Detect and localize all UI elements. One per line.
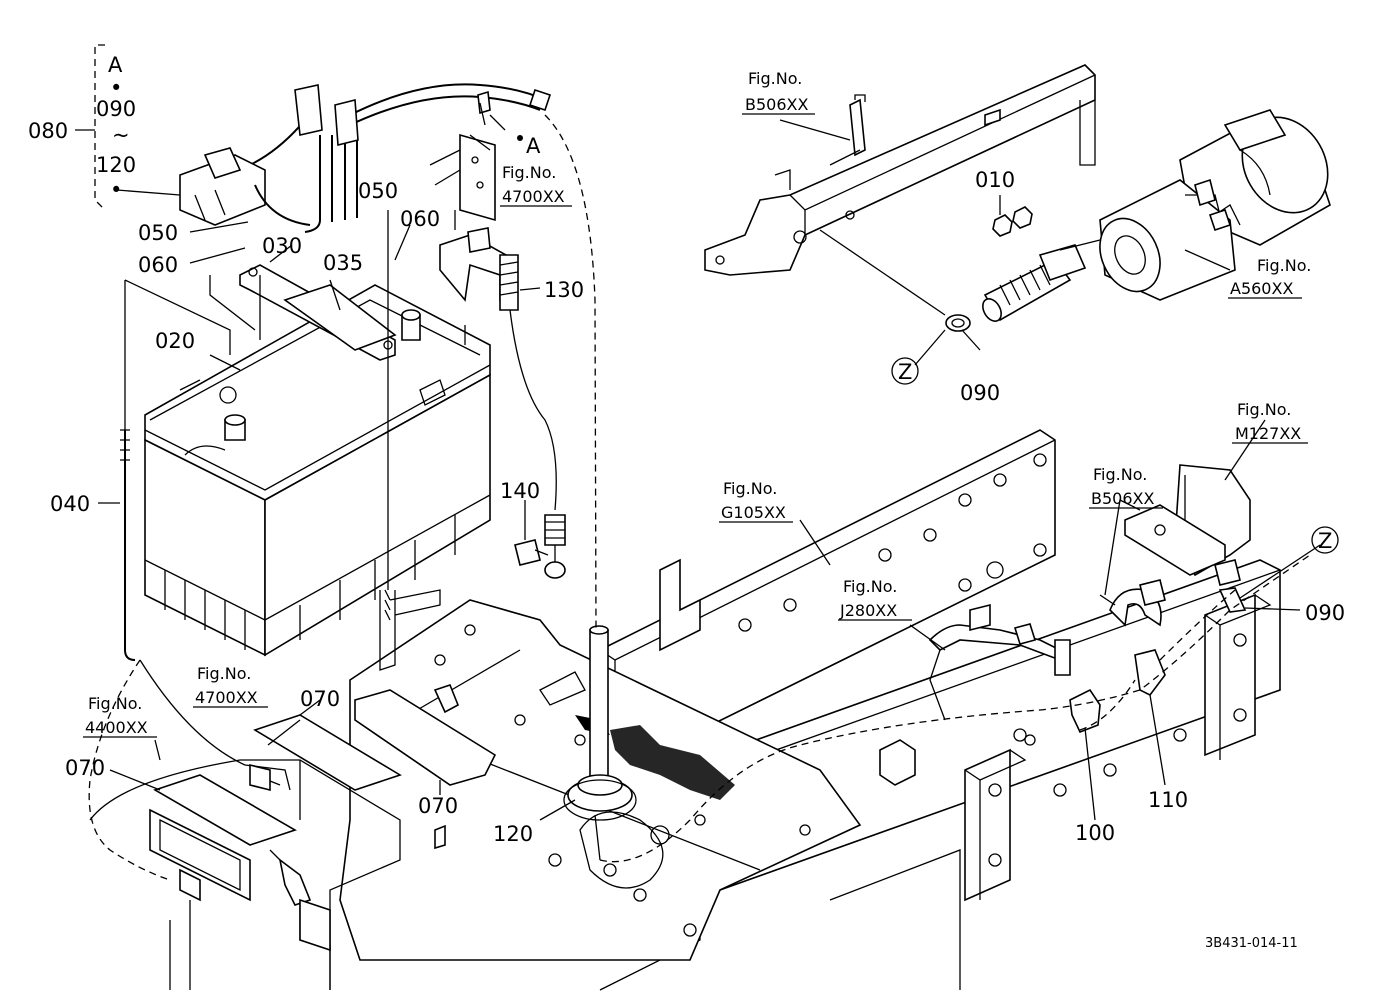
marker-z-2: Z bbox=[1318, 529, 1332, 553]
fig-label-m127: Fig.No. bbox=[1237, 400, 1291, 419]
wire-harness bbox=[179, 83, 552, 233]
label-140: 140 bbox=[500, 479, 540, 503]
label-020: 020 bbox=[155, 329, 195, 353]
fig-ref-4700-top: 4700XX bbox=[502, 187, 565, 206]
label-120: 120 bbox=[493, 822, 533, 846]
label-090-starter: 090 bbox=[960, 381, 1000, 405]
ground-cable bbox=[439, 227, 566, 579]
label-050-right: 050 bbox=[358, 179, 398, 203]
range-text: A • 090 ~ 120 • bbox=[96, 53, 136, 202]
label-110: 110 bbox=[1148, 788, 1188, 812]
battery-holder bbox=[239, 264, 397, 361]
label-060-right: 060 bbox=[400, 207, 440, 231]
fig-ref-j280: J280XX bbox=[839, 601, 897, 620]
label-010: 010 bbox=[975, 168, 1015, 192]
marker-a: A bbox=[526, 134, 541, 158]
fig-label-b506-top: Fig.No. bbox=[748, 69, 802, 88]
marker-z-circle-1 bbox=[891, 357, 919, 385]
fig-label-j280: Fig.No. bbox=[843, 577, 897, 596]
range-to: 120 bbox=[96, 153, 136, 177]
range-end-dot: • bbox=[110, 178, 122, 202]
right-bracket-assembly bbox=[928, 464, 1251, 746]
fig-ref-b506-top: B506XX bbox=[745, 95, 808, 114]
range-bracket bbox=[75, 44, 106, 211]
label-080: 080 bbox=[28, 119, 68, 143]
cable-grommet bbox=[563, 625, 637, 861]
label-035: 035 bbox=[323, 251, 363, 275]
marker-z-circle-2 bbox=[1311, 526, 1339, 554]
fig-label-4700-top: Fig.No. bbox=[502, 163, 556, 182]
marker-z-1: Z bbox=[898, 360, 912, 384]
part-labels: 010 020 030 035 040 050 050 060 060 070 … bbox=[28, 119, 1345, 846]
leader-lines bbox=[98, 102, 1321, 821]
label-030: 030 bbox=[262, 234, 302, 258]
range-from: 090 bbox=[96, 97, 136, 121]
range-a: A bbox=[108, 53, 123, 77]
fig-ref-a560: A560XX bbox=[1230, 279, 1293, 298]
label-060-left: 060 bbox=[138, 253, 178, 277]
label-050-left: 050 bbox=[138, 221, 178, 245]
label-100: 100 bbox=[1075, 821, 1115, 845]
fig-ref-g105: G105XX bbox=[721, 503, 786, 522]
fig-label-a560: Fig.No. bbox=[1257, 256, 1311, 275]
starter-motor bbox=[1099, 109, 1331, 301]
left-lower-assembly bbox=[89, 714, 446, 990]
label-090-right: 090 bbox=[1305, 601, 1345, 625]
label-070-bottom: 070 bbox=[418, 794, 458, 818]
drawing-code: 3B431-014-11 bbox=[1205, 936, 1298, 951]
figure-references: Fig.No. 4700XX Fig.No. B506XX Fig.No. A5… bbox=[83, 69, 1311, 738]
label-070-left: 070 bbox=[65, 756, 105, 780]
fig-label-b506-right: Fig.No. bbox=[1093, 465, 1147, 484]
fig-ref-4400: 4400XX bbox=[85, 718, 148, 737]
starter-frame bbox=[704, 64, 1101, 332]
fig-label-4400: Fig.No. bbox=[88, 694, 142, 713]
fig-ref-b506-right: B506XX bbox=[1091, 489, 1154, 508]
cable-routes bbox=[88, 114, 1311, 881]
fig-label-g105: Fig.No. bbox=[723, 479, 777, 498]
fig-ref-4700-bottom: 4700XX bbox=[195, 688, 258, 707]
battery bbox=[144, 284, 491, 657]
range-tilde: ~ bbox=[112, 123, 130, 147]
fig-ref-m127: M127XX bbox=[1235, 424, 1301, 443]
label-130: 130 bbox=[544, 278, 584, 302]
fig-label-4700-bottom: Fig.No. bbox=[197, 664, 251, 683]
markers: A Z Z bbox=[517, 134, 1339, 554]
label-040: 040 bbox=[50, 492, 90, 516]
cable-bracket bbox=[429, 133, 496, 230]
range-dot: • bbox=[110, 76, 122, 100]
label-070-top: 070 bbox=[300, 687, 340, 711]
